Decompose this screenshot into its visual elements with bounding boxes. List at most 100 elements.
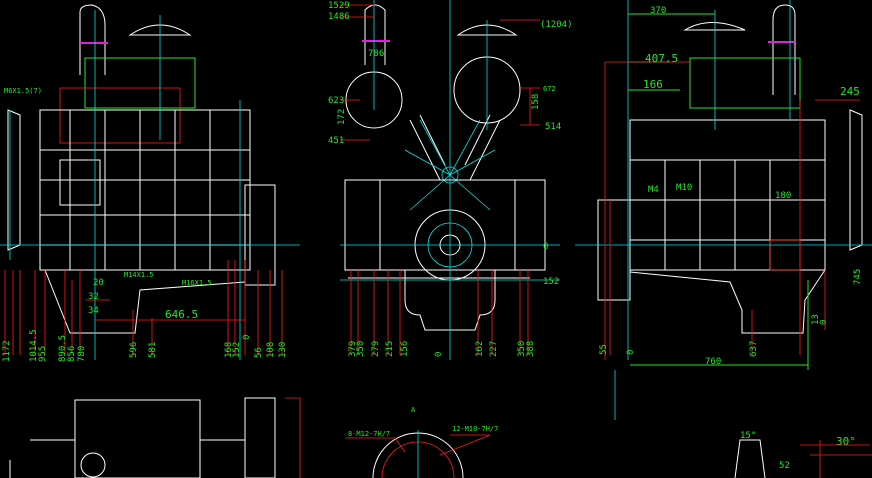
dim: 13 [811,314,821,325]
dim: 745 [853,269,863,285]
centerlines [0,10,300,360]
dim: 152 [543,277,559,287]
dim: 856 [67,346,77,362]
dim: 56 [254,347,264,358]
dim: 108 [266,342,276,358]
air-filter-housing [689,57,801,109]
dim: 152 [232,342,242,358]
air-filter-housing [84,57,196,109]
dim: 227 [489,341,499,357]
dim: M4 [648,185,659,195]
dim: 379 [348,341,358,357]
dimension-lines [4,260,283,355]
dim: 407.5 [645,52,678,65]
lower-outline [9,439,245,478]
right-block [514,179,546,271]
dim-52: 52 [779,461,790,471]
v-cylinder-banks [409,114,501,181]
dim: 1172 [2,340,12,362]
dim: 370 [650,6,666,16]
air-filter-cap [128,24,192,36]
dim: 637 [749,341,759,357]
left-side-view: M6X1.5(7) 20 32 34 646.5 M14X1.5 M16X1.5… [0,4,300,362]
right-side-view: 370 407.5 166 245 180 M4 M10 55 0 637 76… [575,0,872,370]
front-view: 1529 1486 786 623 172 451 (1204) 672 158… [328,0,573,360]
dim: 245 [840,85,860,98]
dim-20: 20 [93,278,104,288]
dim: 0 [626,350,636,355]
dim: 786 [368,49,384,59]
dim: 388 [526,341,536,357]
fan [849,109,863,251]
bottom-dimension-values: 1172 1014.5 955 890.5 856 780 596 581 16… [2,329,288,362]
view-label: A [411,406,416,414]
pump [769,239,801,271]
dim: 0 [543,242,548,252]
thread-callout-1: 8-M12-7H/7 [348,430,390,438]
dim: 168 [224,342,234,358]
engine-block [39,109,251,271]
dim: 451 [328,136,344,146]
dim: 130 [278,342,288,358]
dim: 1014.5 [29,329,39,362]
air-filter-cap [683,22,746,31]
pulley [80,452,106,478]
angle-30: 30° [836,435,856,448]
flywheel-housing [244,184,276,286]
note-2: M16X1.5 [182,279,212,287]
dimension-lines [285,397,301,478]
dim: 672 [543,85,556,93]
block-ribs [40,110,250,270]
flange-dimensions [345,434,491,478]
dim: 581 [148,342,158,358]
dim: 0 [819,320,829,325]
dim: 955 [38,346,48,362]
dim: 514 [545,122,561,132]
dim: 1529 [328,1,350,11]
dim: 760 [705,357,721,367]
dimension-lines [604,61,860,360]
dim: 0 [242,335,252,340]
detail-part-1 [734,439,766,478]
exhaust-pipe [79,4,106,75]
dim: 623 [328,96,344,106]
dim: 0 [434,352,444,357]
bottom-dimension-values: 379 350 279 215 156 0 162 227 350 388 [348,341,536,357]
dim: 166 [643,78,663,91]
centerlines [340,0,560,360]
air-filter-cap [456,24,518,36]
dim: 279 [371,341,381,357]
block-ribs [630,159,825,270]
detail-dimensions [800,440,872,478]
lower-engine-view [74,399,201,478]
note-1: M14X1.5 [124,271,154,279]
dim: 156 [400,341,410,357]
dim: 780 [77,346,87,362]
thread-label: M6X1.5(7) [4,87,42,95]
dim: (1204) [540,20,573,30]
dim-34: 34 [88,306,99,316]
dim: 350 [356,341,366,357]
crankcase [379,179,516,271]
centerlines [575,0,872,360]
engine-block [629,119,826,271]
angle-15: 15° [740,431,756,441]
bracket [244,397,276,478]
dim: 172 [337,109,347,125]
dimension-box [59,87,181,144]
oil-pan [44,269,246,334]
dim: 350 [517,341,527,357]
dimension-lines [340,4,540,355]
dim: 890.5 [58,335,68,362]
centerlines [417,370,616,478]
dim-646-5: 646.5 [165,308,198,321]
dim: M10 [676,183,692,193]
turbocharger [59,159,101,206]
dim: 1486 [328,12,350,22]
dim: 215 [385,341,395,357]
exhaust-pipe [772,4,796,95]
oil-pan [629,269,826,334]
dim: 55 [599,344,609,355]
dim-32: 32 [88,292,99,302]
